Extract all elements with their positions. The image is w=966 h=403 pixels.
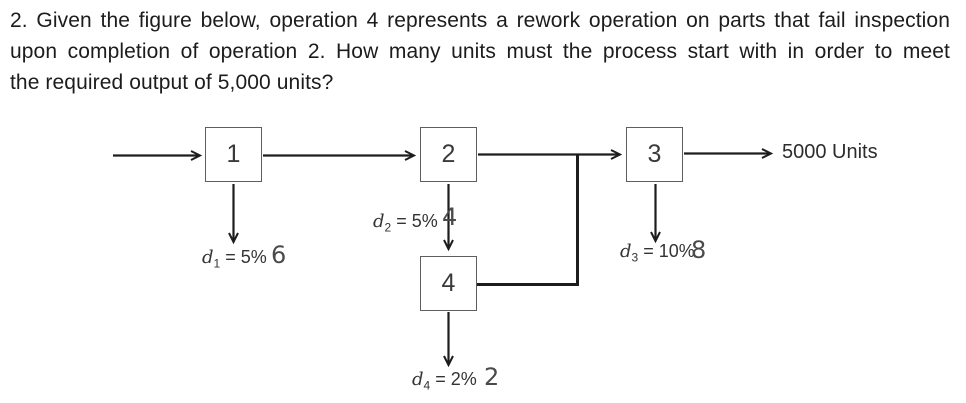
question-line-2: upon completion of operation 2. How many… xyxy=(10,40,950,63)
handwritten-note-d4: 2 xyxy=(484,363,500,391)
defect-label-d1: d1 = 5% xyxy=(202,247,267,271)
operation-box-2: 2 xyxy=(420,127,477,182)
defect-variable: d xyxy=(202,247,214,268)
operation-box-4: 4 xyxy=(420,256,477,311)
output-units-label: 5000 Units xyxy=(782,141,878,163)
defect-variable: d xyxy=(373,211,385,232)
handwritten-note-d2: 4 xyxy=(442,203,458,231)
question-line-1: 2. Given the figure below, operation 4 r… xyxy=(10,9,950,32)
operation-label: 3 xyxy=(647,140,662,168)
handwritten-note-d3: 8 xyxy=(691,236,707,264)
defect-rate: = 2% xyxy=(435,369,477,389)
defect-subscript: 2 xyxy=(384,220,392,235)
operation-label: 1 xyxy=(226,140,241,168)
defect-rate: = 5% xyxy=(396,211,438,231)
defect-variable: d xyxy=(620,241,632,262)
defect-rate: = 5% xyxy=(225,247,267,267)
defect-subscript: 3 xyxy=(631,250,639,265)
defect-variable: d xyxy=(412,369,424,390)
operation-box-1: 1 xyxy=(205,127,262,182)
operation-label: 2 xyxy=(441,140,456,168)
defect-label-d3: d3 = 10% xyxy=(620,241,695,265)
question-text: 2. Given the figure below, operation 4 r… xyxy=(10,5,950,98)
handwritten-note-d1: 6 xyxy=(271,241,287,269)
rework-loop-line xyxy=(477,154,579,286)
operation-box-3: 3 xyxy=(626,127,683,182)
question-line-3: the required output of 5,000 units? xyxy=(10,71,334,94)
defect-label-d2: d2 = 5% xyxy=(373,211,438,235)
defect-label-d4: d4 = 2% xyxy=(412,369,477,393)
operation-label: 4 xyxy=(441,269,456,297)
defect-rate: = 10% xyxy=(643,241,695,261)
defect-subscript: 1 xyxy=(213,256,221,271)
defect-subscript: 4 xyxy=(423,378,431,393)
